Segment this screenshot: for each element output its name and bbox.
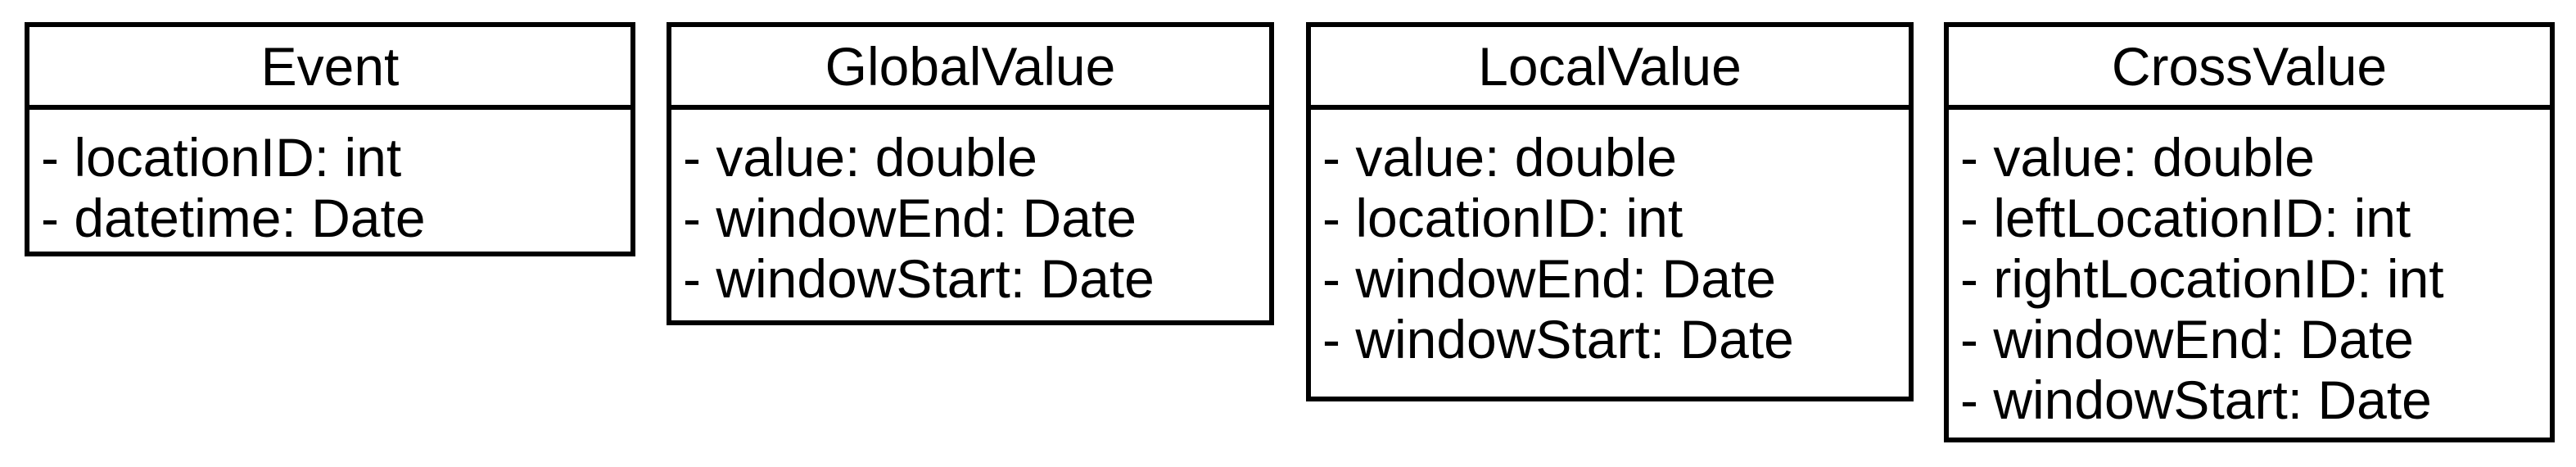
class-name-localvalue: LocalValue (1311, 27, 1909, 110)
attribute-list-localvalue: - value: double - locationID: int - wind… (1311, 110, 1909, 370)
class-attribute: - windowStart: Date (1322, 309, 1794, 370)
class-box-globalvalue: GlobalValue - value: double - windowEnd:… (667, 22, 1274, 325)
attribute-list-crossvalue: - value: double - leftLocationID: int - … (1949, 110, 2550, 430)
class-attribute: - leftLocationID: int (1960, 188, 2411, 248)
class-name-globalvalue: GlobalValue (671, 27, 1269, 110)
class-box-event: Event - locationID: int - datetime: Date (25, 22, 635, 256)
class-attribute: - datetime: Date (41, 188, 426, 248)
class-attribute: - locationID: int (1322, 188, 1683, 248)
class-box-crossvalue: CrossValue - value: double - leftLocatio… (1944, 22, 2555, 442)
class-attribute: - windowEnd: Date (1322, 248, 1776, 309)
class-attribute: - value: double (1322, 127, 1677, 188)
attribute-list-globalvalue: - value: double - windowEnd: Date - wind… (671, 110, 1269, 309)
class-attribute: - windowStart: Date (683, 248, 1155, 309)
class-attribute: - windowStart: Date (1960, 370, 2432, 430)
class-attribute: - windowEnd: Date (683, 188, 1137, 248)
class-attribute: - value: double (1960, 127, 2315, 188)
class-attribute: - value: double (683, 127, 1037, 188)
class-attribute: - locationID: int (41, 127, 402, 188)
attribute-list-event: - locationID: int - datetime: Date (29, 110, 630, 248)
class-attribute: - windowEnd: Date (1960, 309, 2414, 370)
class-name-crossvalue: CrossValue (1949, 27, 2550, 110)
class-name-event: Event (29, 27, 630, 110)
class-box-localvalue: LocalValue - value: double - locationID:… (1306, 22, 1914, 401)
class-attribute: - rightLocationID: int (1960, 248, 2444, 309)
